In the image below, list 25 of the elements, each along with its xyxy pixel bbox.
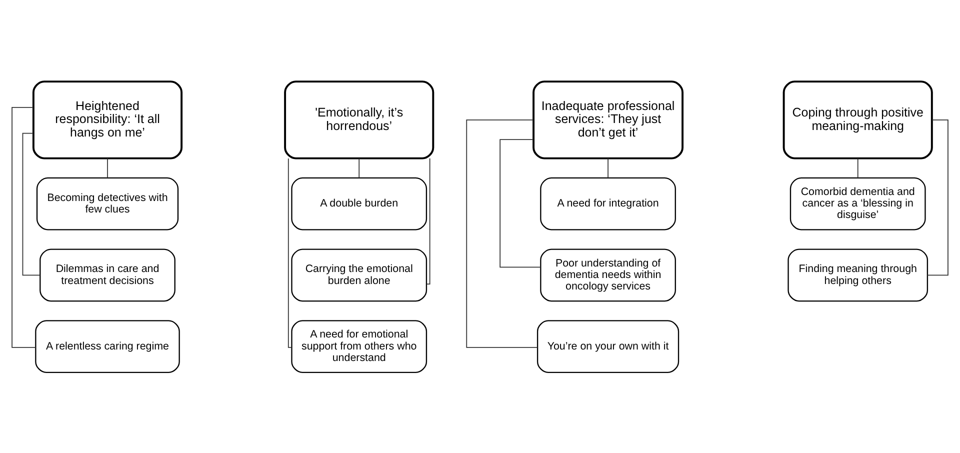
node-box: 'Emotionally, it’s horrendous’ bbox=[284, 80, 434, 159]
node-box: Becoming detectives with few clues bbox=[36, 176, 179, 230]
node-box: Carrying the emotional burden alone bbox=[291, 248, 428, 302]
node-box: Poor understanding of dementia needs within oncology services bbox=[540, 248, 676, 302]
node-box: Comorbid dementia and cancer as a ‘blessing in disguise’ bbox=[790, 176, 926, 230]
connector bbox=[466, 119, 538, 348]
connector bbox=[500, 138, 542, 268]
node-box: A double burden bbox=[291, 176, 428, 230]
node-box: A need for integration bbox=[540, 176, 676, 230]
node-box: You’re on your own with it bbox=[536, 320, 680, 372]
node-box: Coping through positive meaning-making bbox=[782, 80, 933, 159]
node-box: Inadequate professional services: ‘They just don’t get it’ bbox=[532, 80, 684, 159]
connector bbox=[426, 157, 430, 284]
connector bbox=[288, 158, 292, 348]
connector bbox=[22, 132, 40, 276]
connector bbox=[358, 158, 360, 178]
node-box: Heightened responsibility: ‘It all hangs on me’ bbox=[32, 80, 183, 159]
node-box: A relentless caring regime bbox=[35, 320, 180, 372]
connector bbox=[927, 119, 948, 276]
node-box: Finding meaning through helping others bbox=[788, 248, 928, 302]
connector bbox=[107, 158, 108, 178]
connector bbox=[12, 106, 36, 348]
node-box: Dilemmas in care and treatment decisions bbox=[40, 248, 176, 302]
node-box: A need for emotional support from others who understand bbox=[291, 320, 428, 372]
connector bbox=[857, 158, 858, 178]
